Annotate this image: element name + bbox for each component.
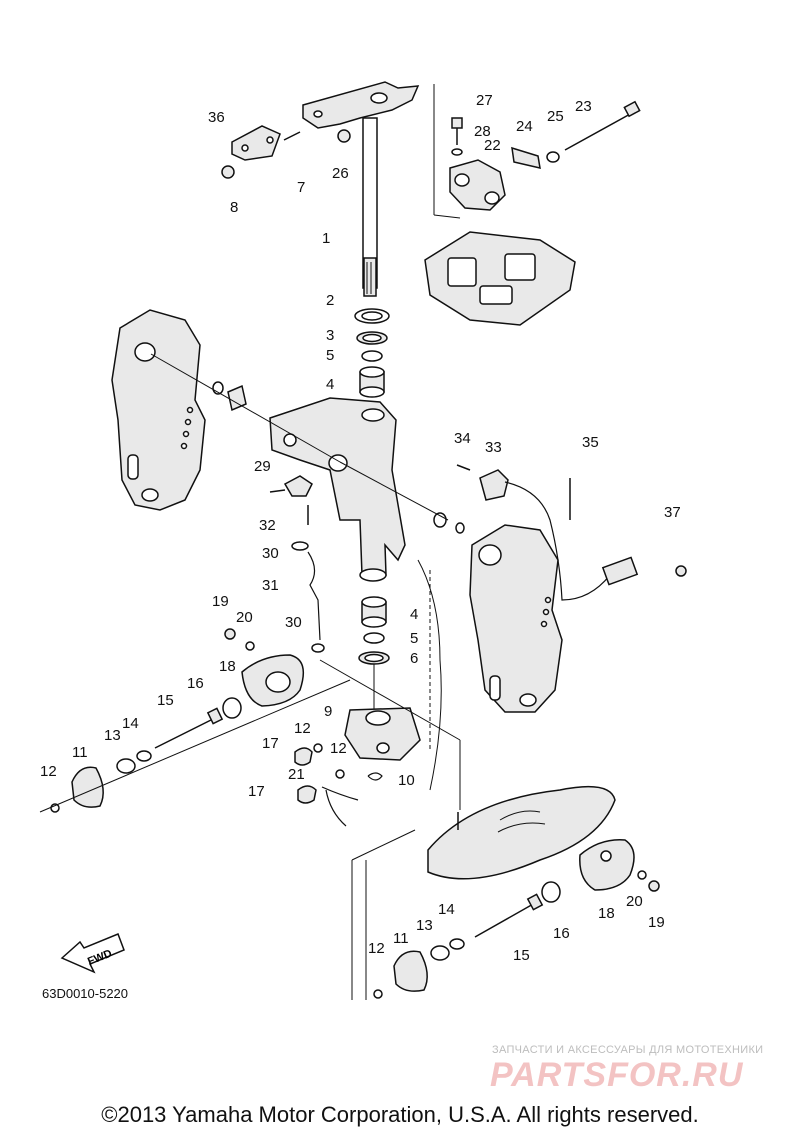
callout-c35: 35 [582, 434, 599, 451]
fwd-arrow-icon: FWD [60, 933, 125, 974]
callout-c24: 24 [516, 118, 533, 135]
swivel-bracket [269, 397, 406, 582]
callout-c7: 7 [297, 179, 305, 196]
callout-c27: 27 [476, 92, 493, 109]
callout-c3: 3 [326, 327, 334, 344]
callout-c9: 9 [324, 703, 332, 720]
clamp-bracket-right [433, 512, 563, 713]
tilt-switch-assembly [456, 464, 687, 601]
mount-cover-left [224, 628, 305, 707]
callout-c31: 31 [262, 577, 279, 594]
washer-stack-lower [358, 596, 390, 712]
callout-c10: 10 [398, 772, 415, 789]
callout-c18a: 18 [219, 658, 236, 675]
callout-c6: 6 [410, 650, 418, 667]
callout-c14a: 14 [122, 715, 139, 732]
callout-c19a: 19 [212, 593, 229, 610]
steering-arm [302, 81, 420, 129]
mount-cover-right [579, 839, 660, 892]
callout-c18b: 18 [598, 905, 615, 922]
callout-c19b: 19 [648, 914, 665, 931]
nuts-17 [294, 743, 359, 827]
callout-c36: 36 [208, 109, 225, 126]
callout-c16a: 16 [187, 675, 204, 692]
diagram-code: 63D0010-5220 [42, 986, 129, 1001]
callout-c12a: 12 [40, 763, 57, 780]
upper-mount [449, 100, 641, 211]
callout-c32: 32 [259, 517, 276, 534]
callout-c11a: 11 [72, 744, 88, 761]
lower-mount-housing [344, 707, 421, 781]
callout-c22: 22 [484, 137, 501, 154]
callout-c14b: 14 [438, 901, 455, 918]
callout-c8: 8 [230, 199, 238, 216]
callout-c28: 28 [474, 123, 491, 140]
callout-c13a: 13 [104, 727, 121, 744]
clamp-bracket-left [111, 309, 247, 511]
callout-c30a: 30 [262, 545, 279, 562]
steering-shaft [362, 117, 378, 297]
lower-bolt-right [373, 881, 561, 999]
callout-c20a: 20 [236, 609, 253, 626]
callout-c23: 23 [575, 98, 592, 115]
washer-stack-upper [354, 308, 390, 398]
callout-c21: 21 [288, 766, 305, 783]
callout-c11b: 11 [393, 930, 409, 947]
callout-c4a: 4 [326, 376, 334, 393]
callout-c17a: 17 [262, 735, 279, 752]
watermark-subtitle: ЗАПЧАСТИ И АКСЕССУАРЫ ДЛЯ МОТОТЕХНИКИ [492, 1044, 764, 1056]
bottom-cowling-plate [424, 231, 576, 326]
callout-c20b: 20 [626, 893, 643, 910]
callout-c17b: 17 [248, 783, 265, 800]
exhaust-guide [427, 785, 616, 880]
callout-c12d: 12 [294, 720, 311, 737]
callout-c12b: 12 [330, 740, 347, 757]
callout-c29: 29 [254, 458, 271, 475]
grease-hose [269, 475, 325, 653]
callout-c15b: 15 [513, 947, 530, 964]
callout-c2: 2 [326, 292, 334, 309]
callout-c26: 26 [332, 165, 349, 182]
callout-c13b: 13 [416, 917, 433, 934]
copyright-notice: ©2013 Yamaha Motor Corporation, U.S.A. A… [101, 1102, 699, 1127]
callout-c4b: 4 [410, 606, 418, 623]
callout-c37: 37 [664, 504, 681, 521]
callout-labels: 1235445678910111112121212131314141515161… [40, 92, 681, 964]
callout-c1: 1 [322, 230, 330, 247]
watermark-logo: PARTSFOR.RU [490, 1056, 744, 1094]
callout-c30b: 30 [285, 614, 302, 631]
callout-c25: 25 [547, 108, 564, 125]
callout-c16b: 16 [553, 925, 570, 942]
callout-c34: 34 [454, 430, 471, 447]
lower-bolt-left [50, 697, 242, 813]
callout-c5b: 5 [410, 630, 418, 647]
callout-c5a: 5 [326, 347, 334, 364]
small-hardware-top [221, 125, 351, 179]
leader-lines [39, 84, 461, 1000]
callout-c15a: 15 [157, 692, 174, 709]
callout-c12c: 12 [368, 940, 385, 957]
callout-c33: 33 [485, 439, 502, 456]
